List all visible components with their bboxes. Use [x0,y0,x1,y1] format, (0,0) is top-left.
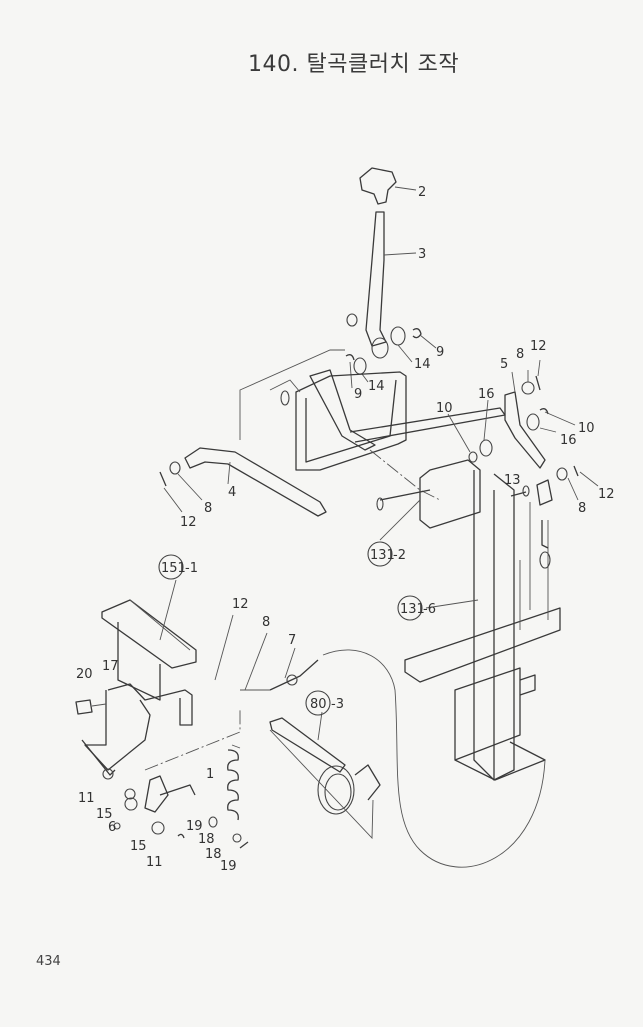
svg-text:16: 16 [560,433,577,448]
clutch-fork [231,717,381,840]
svg-text:11: 11 [78,791,95,806]
lever-bushings [345,313,437,389]
svg-text:131: 131 [370,548,395,563]
svg-text:12: 12 [180,515,197,530]
ref-circle-131-2: 131 -2 [367,541,406,567]
svg-text:151: 151 [161,561,186,576]
page-number: 434 [36,954,61,969]
svg-text:13: 13 [504,473,521,488]
clutch-lever [365,211,417,347]
svg-text:-2: -2 [393,548,406,563]
svg-text:9: 9 [436,345,444,360]
svg-text:15: 15 [96,807,113,822]
part-number-labels: 2 3 9 14 9 14 5 8 12 16 10 10 16 13 12 8… [76,185,615,874]
svg-text:14: 14 [414,357,431,372]
svg-text:5: 5 [500,357,508,372]
svg-text:11: 11 [146,855,163,870]
svg-text:8: 8 [516,347,524,362]
svg-text:80: 80 [310,697,327,712]
pedal-bracket [75,599,197,780]
svg-text:131: 131 [400,602,425,617]
clutch-cable [240,649,546,868]
lever-knob [359,167,417,205]
svg-text:1: 1 [206,767,214,782]
svg-text:8: 8 [262,615,270,630]
svg-text:18: 18 [205,847,222,862]
svg-text:16: 16 [478,387,495,402]
ref-circle-80-3: 80 -3 [305,690,344,716]
cross-shaft [349,407,506,501]
svg-text:-1: -1 [185,561,198,576]
svg-text:10: 10 [436,401,453,416]
lower-pedal-parts [113,710,249,849]
svg-text:6: 6 [108,820,116,835]
frame-bracket [239,349,407,471]
svg-text:4: 4 [228,485,236,500]
svg-text:2: 2 [418,185,426,200]
ref-circle-151-1: 151 -1 [158,554,198,580]
svg-text:-6: -6 [423,602,436,617]
ref-circle-131-6: 131 -6 [397,595,436,621]
svg-text:19: 19 [186,819,203,834]
svg-text:12: 12 [232,597,249,612]
right-arm-assembly [447,359,599,506]
svg-text:19: 19 [220,859,237,874]
svg-text:12: 12 [530,339,547,354]
link-rod [159,447,327,517]
svg-text:12: 12 [598,487,615,502]
page-title: 140. 탈곡클러치 조작 [248,52,460,77]
svg-text:18: 18 [198,832,215,847]
svg-text:-3: -3 [331,697,344,712]
svg-text:20: 20 [76,667,93,682]
svg-text:15: 15 [130,839,147,854]
svg-text:17: 17 [102,659,119,674]
svg-text:7: 7 [288,633,296,648]
support-post [376,459,561,781]
svg-text:10: 10 [578,421,595,436]
svg-text:14: 14 [368,379,385,394]
svg-text:9: 9 [354,387,362,402]
svg-text:8: 8 [578,501,586,516]
svg-text:3: 3 [418,247,426,262]
svg-text:8: 8 [204,501,212,516]
